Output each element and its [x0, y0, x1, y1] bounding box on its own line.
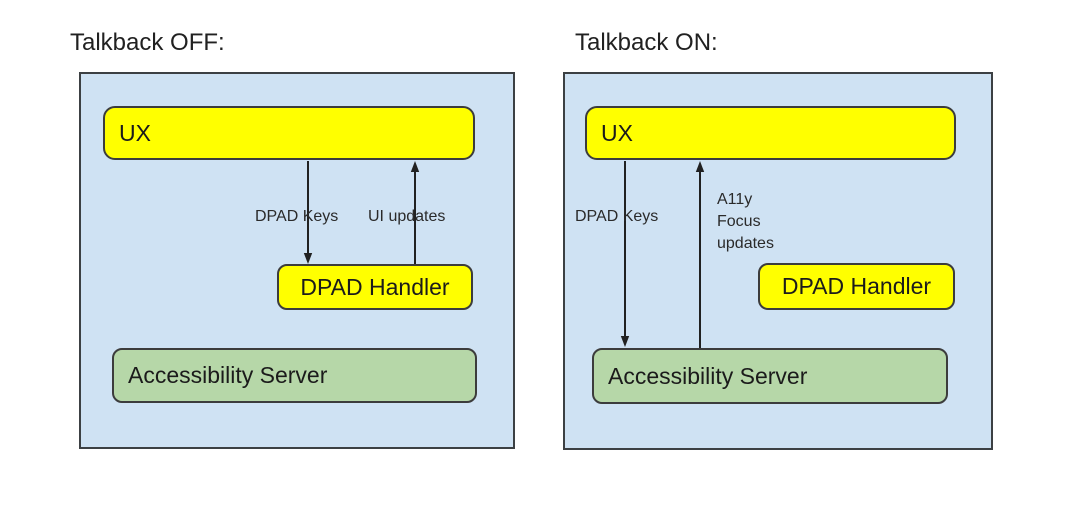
arrow-label-a11y-focus-updates-on: A11y Focus updates — [717, 191, 774, 252]
arrow-label-ui-updates-off: UI updates — [368, 208, 446, 225]
dpad-handler-box-off: DPAD Handler — [277, 264, 473, 310]
arrow-label-dpad-keys-on: DPAD Keys — [575, 208, 659, 225]
ux-box-off: UX — [103, 106, 475, 160]
arrow-label-dpad-keys-off: DPAD Keys — [255, 208, 339, 225]
dpad-handler-box-on: DPAD Handler — [758, 263, 955, 310]
ux-box-on: UX — [585, 106, 956, 160]
accessibility-server-box-off: Accessibility Server — [112, 348, 477, 403]
accessibility-server-box-on: Accessibility Server — [592, 348, 948, 404]
talkback-on-title: Talkback ON: — [575, 29, 718, 56]
talkback-off-title: Talkback OFF: — [70, 29, 225, 56]
